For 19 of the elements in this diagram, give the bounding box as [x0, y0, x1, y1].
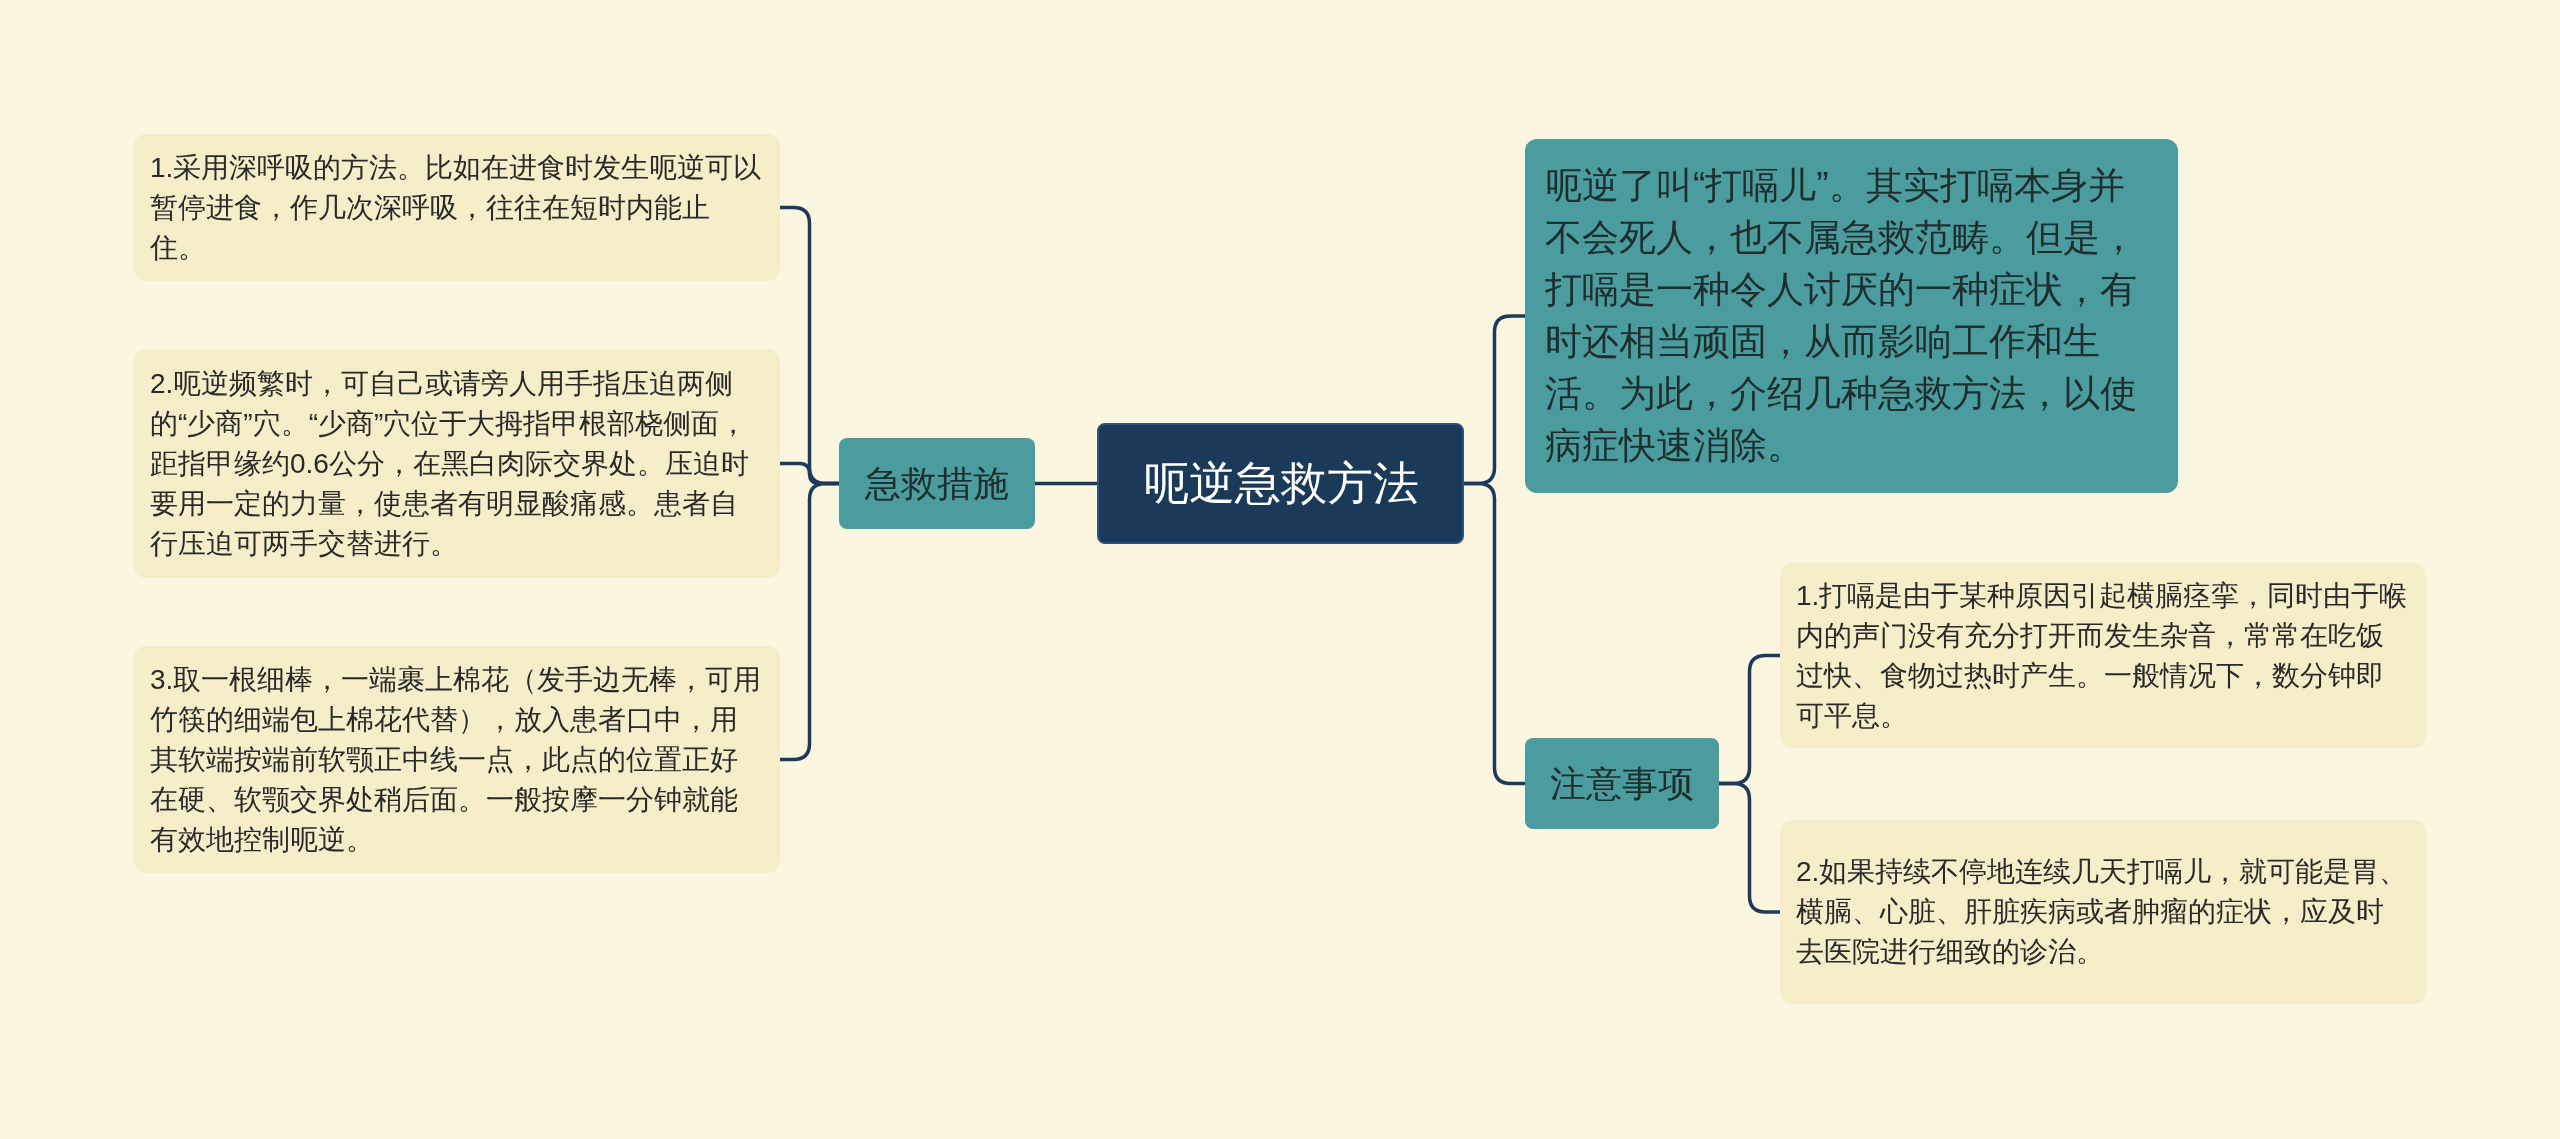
node-text: 3.取一根细棒，一端裹上棉花（发手边无棒，可用竹筷的细端包上棉花代替），放入患者口中，用其软端按端前软颚正中线一点，此点的位置正好在硬、软颚交界处稍后面。一般按摩一分钟就能有效地控制呃逆。 — [150, 662, 763, 857]
node-text: 呃逆了叫“打嗝儿”。其实打嗝本身并不会死人，也不属急救范畴。但是，打嗝是一种令人讨厌的一种症状，有时还相当顽固，从而影响工作和生活。为此，介绍几种急救方法，以使病症快速消除。 — [1545, 164, 2138, 468]
node-text: 2.呃逆频繁时，可自己或请旁人用手指压迫两侧的“少商”穴。“少商”穴位于大拇指甲根部桡侧面，距指甲缘约0.6公分，在黑白肉际交界处。压迫时要用一定的力量，使患者有明显酸痛感。患者自行压迫可两手交替进行。 — [150, 366, 750, 561]
node-text: 急救措施 — [864, 462, 1010, 506]
note-box — [134, 134, 780, 281]
node-text: 注意事项 — [1549, 762, 1695, 806]
note-box — [1780, 563, 2426, 748]
node-text: 2.如果持续不停地连续几天打嗝儿，就可能是胃、横膈、心脏、肝脏疾病或者肿瘤的症状，应及时去医院进行细致的诊治。 — [1796, 855, 2409, 969]
description-box — [1525, 139, 2178, 493]
node-text: 1.打嗝是由于某种原因引起横膈痉挛，同时由于喉内的声门没有充分打开而发生杂音，常常在吃饭过快、食物过热时产生。一般情况下，数分钟即可平息。 — [1796, 578, 2409, 733]
node-text: 呃逆急救方法 — [1141, 455, 1420, 511]
connector-line — [1035, 481, 1097, 486]
note-box — [1780, 820, 2426, 1004]
note-box — [134, 646, 780, 873]
branch-topic-box — [1525, 738, 1719, 829]
note-box — [134, 349, 780, 578]
root-topic-box — [1097, 423, 1464, 544]
branch-topic-box — [839, 438, 1035, 529]
node-text: 1.采用深呼吸的方法。比如在进食时发生呃逆可以暂停进食，作几次深呼吸，往往在短时内能止住。 — [150, 150, 763, 265]
